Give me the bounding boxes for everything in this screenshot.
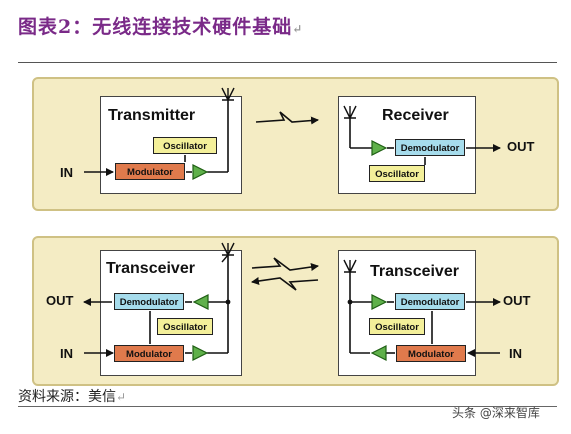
transmitter-oscillator-block: Oscillator — [153, 137, 217, 154]
receiver-output-label: OUT — [507, 139, 535, 154]
right-demodulator-block: Demodulator — [395, 293, 465, 310]
left-transceiver-title: Transceiver — [106, 260, 195, 277]
transmitter-modulator-block: Modulator — [115, 163, 185, 180]
left-oscillator-block: Oscillator — [157, 318, 213, 335]
right-modulator-block: Modulator — [396, 345, 466, 362]
receiver-demodulator-block: Demodulator — [395, 139, 465, 156]
left-output-label: OUT — [46, 293, 74, 308]
right-transceiver-title: Transceiver — [370, 263, 459, 280]
title-divider — [18, 62, 557, 63]
transmitter-input-label: IN — [60, 165, 73, 180]
right-input-label: IN — [509, 346, 522, 361]
watermark: 头条 @深来智库 — [452, 406, 540, 420]
figure-title: 图表2：无线连接技术硬件基础↵ — [18, 16, 304, 38]
source-note: 资料来源：美信↵ — [18, 389, 127, 405]
receiver-oscillator-block: Oscillator — [369, 165, 425, 182]
left-demodulator-block: Demodulator — [114, 293, 184, 310]
left-modulator-block: Modulator — [114, 345, 184, 362]
right-output-label: OUT — [503, 293, 531, 308]
receiver-title: Receiver — [382, 107, 449, 124]
left-input-label: IN — [60, 346, 73, 361]
transmitter-title: Transmitter — [108, 107, 196, 124]
right-oscillator-block: Oscillator — [369, 318, 425, 335]
source-divider — [18, 406, 557, 407]
